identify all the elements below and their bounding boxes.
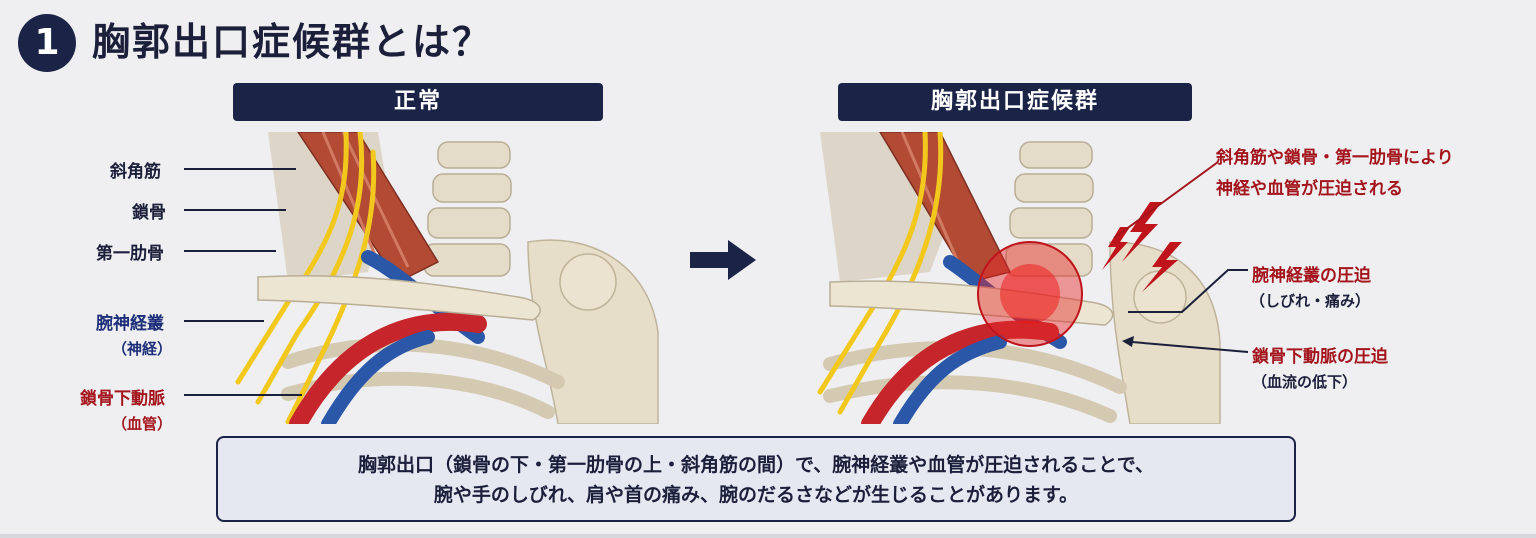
lightning-icon xyxy=(1142,242,1182,292)
leader-line xyxy=(184,320,264,322)
label-first-rib: 第一肋骨 xyxy=(96,244,164,264)
label-artery-compression-sub: （血流の低下） xyxy=(1252,373,1358,391)
label-clavicle: 鎖骨 xyxy=(132,203,166,223)
caption-box: 胸郭出口（鎖骨の下・第一肋骨の上・斜角筋の間）で、腕神経叢や血管が圧迫されること… xyxy=(216,436,1296,522)
label-compression-line1: 斜角筋や鎖骨・第一肋骨により xyxy=(1216,148,1454,168)
label-plexus-compression-sub: （しびれ・痛み） xyxy=(1250,292,1371,310)
lightning-icon xyxy=(1122,202,1162,262)
vertebrae xyxy=(1005,141,1094,277)
bottom-divider xyxy=(0,534,1536,538)
leader-line xyxy=(184,209,286,211)
panel-header-normal: 正常 xyxy=(233,83,603,121)
label-brachial-plexus-sub: （神経） xyxy=(112,340,173,358)
lightning-icon xyxy=(1102,227,1130,270)
pointer-line xyxy=(1128,269,1248,313)
pointer-line xyxy=(1113,161,1219,239)
label-subclavian-artery-sub: （血管） xyxy=(112,415,173,433)
leader-line xyxy=(184,250,276,252)
arrow-right-icon xyxy=(690,240,756,280)
label-subclavian-artery: 鎖骨下動脈 xyxy=(80,389,165,409)
tos-anatomy-illustration xyxy=(790,132,1224,424)
caption-line-2: 腕や手のしびれ、肩や首の痛み、腕のだるさなどが生じることがあります。 xyxy=(433,484,1079,506)
panel-header-tos: 胸郭出口症候群 xyxy=(838,83,1192,121)
label-plexus-compression: 腕神経叢の圧迫 xyxy=(1252,266,1371,286)
caption-line-1: 胸郭出口（鎖骨の下・第一肋骨の上・斜角筋の間）で、腕神経叢や血管が圧迫されること… xyxy=(358,454,1154,476)
normal-anatomy-illustration xyxy=(228,132,662,424)
label-scalene: 斜角筋 xyxy=(110,162,161,182)
label-compression-line2: 神経や血管が圧迫される xyxy=(1216,179,1403,199)
leader-line xyxy=(184,394,302,396)
pointer-arrow xyxy=(1122,336,1249,353)
step-number-badge: 1 xyxy=(18,14,76,72)
leader-line xyxy=(184,168,296,170)
label-brachial-plexus: 腕神経叢 xyxy=(96,314,164,334)
label-artery-compression: 鎖骨下動脈の圧迫 xyxy=(1252,347,1388,367)
page-title: 胸郭出口症候群とは？ xyxy=(92,20,493,64)
